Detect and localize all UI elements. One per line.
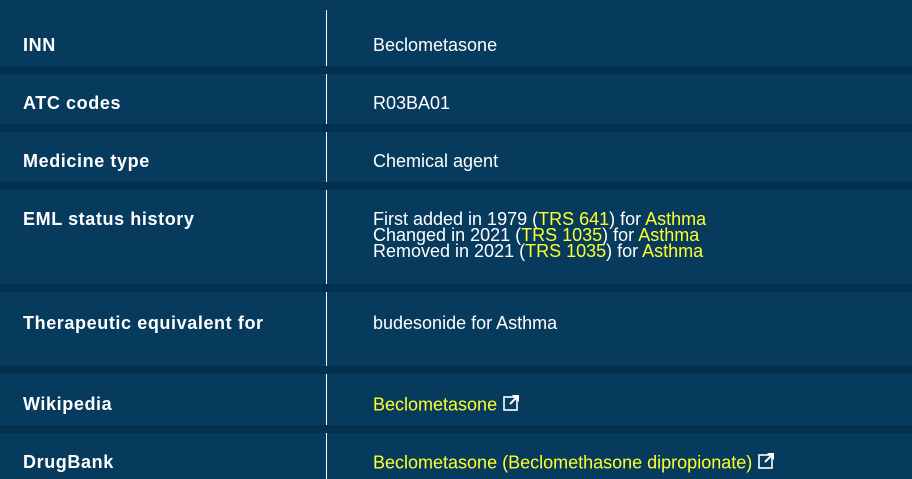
row-separator (0, 182, 912, 190)
row-separator (0, 425, 912, 433)
row-separator (0, 124, 912, 132)
row-label-eml-status-history: EML status history (23, 209, 195, 229)
row-value-inn: Beclometasone (373, 35, 498, 55)
row-separator (0, 284, 912, 292)
row-separator (0, 366, 912, 374)
trs-link[interactable]: TRS 1035 (525, 241, 607, 261)
external-link-icon[interactable] (503, 394, 520, 413)
trs-link[interactable]: TRS 641 (538, 209, 610, 229)
history-entry: First added in 1979 (TRS 641) for Asthma (373, 209, 707, 229)
row-value-medicine-type: Chemical agent (373, 151, 499, 171)
row-label-therapeutic-equivalent: Therapeutic equivalent for (23, 313, 264, 333)
trs-link[interactable]: TRS 1035 (521, 225, 603, 245)
row-separator (0, 66, 912, 74)
wikipedia-link[interactable]: Beclometasone (373, 394, 498, 415)
row-label-wikipedia: Wikipedia (23, 394, 113, 414)
history-entry: Changed in 2021 (TRS 1035) for Asthma (373, 225, 700, 245)
row-label-atc-codes: ATC codes (23, 93, 122, 113)
row-value-eml-status-history: First added in 1979 (TRS 641) for Asthma… (373, 209, 707, 261)
column-divider (326, 10, 327, 479)
condition-link-asthma[interactable]: Asthma (638, 225, 700, 245)
history-entry: Removed in 2021 (TRS 1035) for Asthma (373, 241, 704, 261)
condition-link-asthma[interactable]: Asthma (645, 209, 707, 229)
row-label-medicine-type: Medicine type (23, 151, 150, 171)
row-value-drugbank: Beclometasone (Beclomethasone dipropiona… (373, 452, 775, 473)
external-link-icon[interactable] (758, 452, 775, 471)
row-label-drugbank: DrugBank (23, 452, 114, 472)
row-value-therapeutic-equivalent: budesonide for Asthma (373, 313, 558, 333)
row-value-wikipedia: Beclometasone (373, 394, 520, 415)
row-value-atc-codes: R03BA01 (373, 93, 451, 113)
drugbank-link[interactable]: Beclometasone (Beclomethasone dipropiona… (373, 452, 753, 473)
row-label-inn: INN (23, 35, 56, 55)
condition-link-asthma[interactable]: Asthma (642, 241, 704, 261)
